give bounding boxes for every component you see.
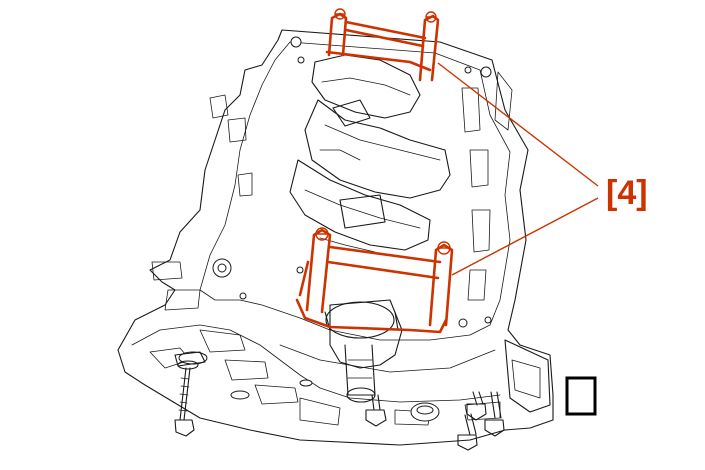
crankshaft xyxy=(289,54,451,403)
callout-leader-lines xyxy=(437,62,599,276)
engine-block xyxy=(117,29,554,446)
bearing-cap-bracket-rear xyxy=(325,8,440,82)
bolt-group-right xyxy=(457,391,505,451)
callout-label: [4] xyxy=(606,174,648,212)
square-marker-icon xyxy=(565,376,597,416)
bearing-cap-bracket-front xyxy=(295,227,454,334)
bolt-center-short xyxy=(365,394,387,427)
bolt-left-long xyxy=(174,351,206,437)
